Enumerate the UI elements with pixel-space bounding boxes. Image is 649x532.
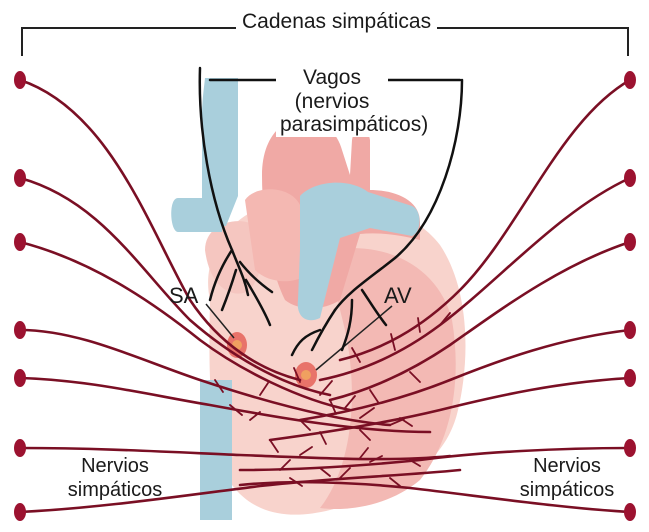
left-label-line-1: Nervios — [60, 455, 170, 479]
ganglion-right-7 — [624, 503, 636, 521]
sympathetic-nerves-left-label: Nervios simpáticos — [60, 455, 170, 502]
ganglion-right-4 — [624, 321, 636, 339]
ganglion-right-6 — [624, 439, 636, 457]
ganglion-left-5 — [14, 369, 26, 387]
ganglion-left-3 — [14, 233, 26, 251]
vagus-subtitle-2: parasimpáticos) — [280, 113, 384, 137]
ganglion-right-2 — [624, 169, 636, 187]
sympathetic-chains-label: Cadenas simpáticas — [236, 10, 437, 34]
sa-node-label: SA — [169, 283, 198, 308]
ganglion-right-1 — [624, 71, 636, 89]
left-label-line-2: simpáticos — [60, 479, 170, 503]
vagus-label: Vagos (nervios parasimpáticos) — [276, 66, 388, 137]
ganglion-left-7 — [14, 503, 26, 521]
vagus-subtitle-1: (nervios — [280, 90, 384, 114]
left-pulmonary-vessel — [171, 198, 222, 232]
vagus-title: Vagos — [280, 66, 384, 90]
ganglion-left-2 — [14, 169, 26, 187]
ganglion-right-3 — [624, 233, 636, 251]
inferior-vena-cava — [200, 380, 232, 520]
av-node-label: AV — [384, 283, 412, 308]
ganglion-left-6 — [14, 439, 26, 457]
right-label-line-1: Nervios — [512, 455, 622, 479]
ganglion-left-1 — [14, 71, 26, 89]
ganglion-left-4 — [14, 321, 26, 339]
ganglion-right-5 — [624, 369, 636, 387]
right-label-line-2: simpáticos — [512, 479, 622, 503]
sympathetic-nerves-right-label: Nervios simpáticos — [512, 455, 622, 502]
